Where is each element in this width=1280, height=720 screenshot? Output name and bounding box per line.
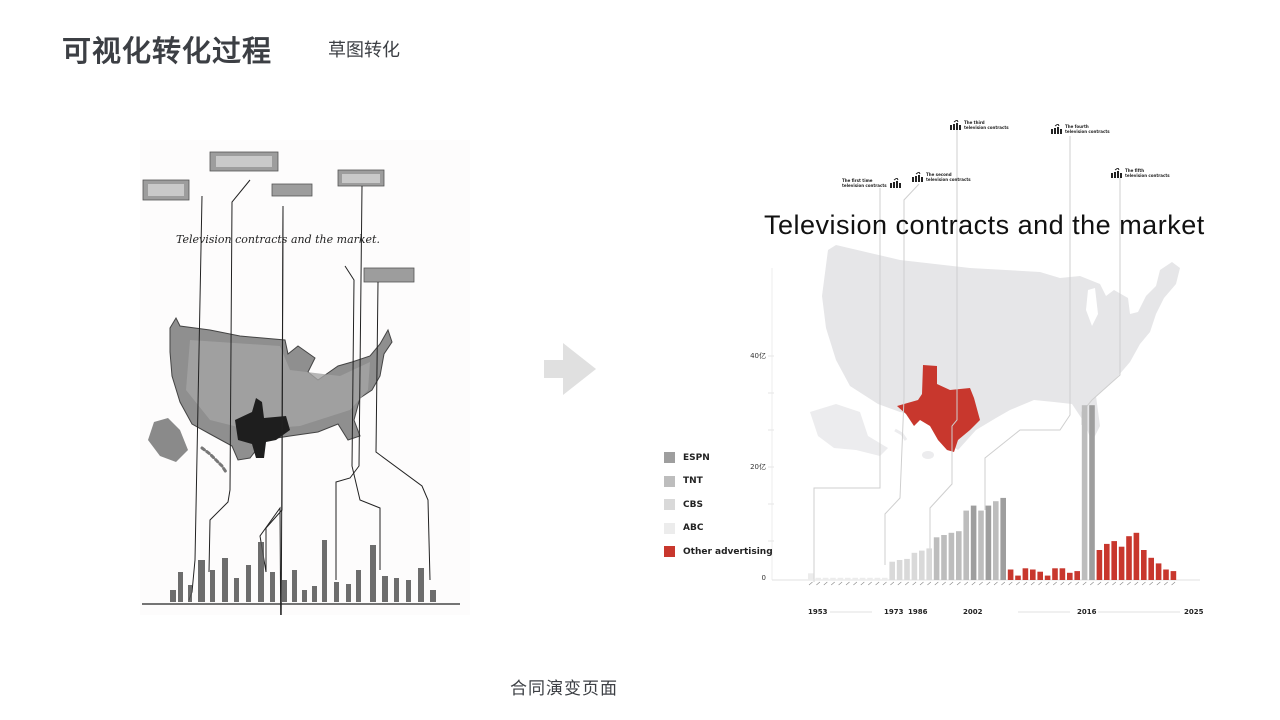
chart-bar xyxy=(1067,572,1073,580)
x-year-2025: 2025 xyxy=(1184,608,1204,616)
x-year-1986: 1986 xyxy=(908,608,928,616)
chart-bar xyxy=(867,577,873,580)
chart-bar xyxy=(882,577,888,580)
viz-title: Television contracts and the market xyxy=(764,210,1205,240)
chart-bar xyxy=(904,558,910,580)
chart-bar xyxy=(808,573,814,580)
x-year-2002: 2002 xyxy=(963,608,983,616)
chart-bar xyxy=(926,548,932,580)
y-tick-0: 0 xyxy=(761,574,766,582)
tv-chart-icon xyxy=(1111,168,1122,178)
chart-bar xyxy=(845,577,851,580)
chart-bar xyxy=(956,531,962,580)
chart-bar xyxy=(874,577,881,580)
chart-bar xyxy=(837,577,844,580)
page-title: 可视化转化过程 xyxy=(62,34,273,68)
chart-bar xyxy=(1111,541,1117,580)
y-tick-40: 40亿 xyxy=(750,352,766,360)
tv-chart-icon xyxy=(889,178,901,188)
y-tick-20: 20亿 xyxy=(750,463,766,471)
page-caption: 合同演变页面 xyxy=(510,679,618,699)
legend-swatch xyxy=(664,546,675,558)
legend-item-other-advertising: Other advertising xyxy=(664,540,773,564)
chart-bar xyxy=(1074,571,1080,580)
chart-bar xyxy=(896,560,903,580)
chart-bar xyxy=(948,532,955,580)
legend-swatch xyxy=(664,475,675,487)
tv-chart-icon xyxy=(1051,124,1062,134)
x-year-1973: 1973 xyxy=(884,608,904,616)
tv-chart-icon xyxy=(912,172,923,182)
legend-item-tnt: TNT xyxy=(664,470,773,494)
legend-item-cbs: CBS xyxy=(664,493,773,517)
chart-bar xyxy=(1037,571,1043,580)
chart-bar xyxy=(1163,569,1169,580)
chart-legend: ESPN TNT CBS ABC Other advertising xyxy=(664,446,773,564)
chart-bar xyxy=(1081,405,1088,580)
chart-bar xyxy=(1104,543,1110,580)
right-arrow-icon xyxy=(544,343,598,399)
chart-bar xyxy=(970,505,977,580)
chart-bar xyxy=(978,510,984,580)
chart-bar xyxy=(822,577,829,580)
chart-bar xyxy=(993,501,999,580)
chart-bar xyxy=(933,537,940,580)
chart-bar xyxy=(859,577,866,580)
chart-bar xyxy=(1044,575,1051,580)
chart-bar xyxy=(963,510,969,580)
chart-bar xyxy=(1030,569,1036,580)
legend-swatch xyxy=(664,499,675,511)
chart-bar xyxy=(941,535,947,580)
sketch-image: Television contracts and the market. xyxy=(140,140,470,667)
chart-bar xyxy=(830,577,836,580)
legend-swatch xyxy=(664,452,675,464)
sketch-handwritten-title: Television contracts and the market. xyxy=(176,233,380,246)
chart-bar xyxy=(911,552,918,580)
chart-bar xyxy=(1059,568,1066,580)
legend-swatch xyxy=(664,522,675,534)
x-year-2016: 2016 xyxy=(1077,608,1097,616)
chart-bar xyxy=(852,577,858,580)
chart-bar xyxy=(1052,568,1058,580)
legend-item-espn: ESPN xyxy=(664,446,773,470)
tv-chart-icon xyxy=(950,120,961,130)
page-subtitle: 草图转化 xyxy=(328,40,400,61)
chart-bar xyxy=(1141,550,1147,580)
chart-bar xyxy=(1007,569,1014,580)
chart-bar xyxy=(919,550,925,580)
chart-bar xyxy=(1148,557,1154,580)
chart-bar xyxy=(1118,546,1125,580)
callout-first-contract: The first time television contracts xyxy=(842,178,904,188)
final-visualization: Television contracts and the market The … xyxy=(640,100,1280,640)
chart-bar xyxy=(889,561,895,580)
chart-bar xyxy=(1022,568,1029,580)
chart-bar xyxy=(1126,536,1132,580)
chart-bar xyxy=(815,577,821,580)
chart-bar xyxy=(1155,563,1162,580)
chart-bar xyxy=(1089,405,1095,580)
chart-bar xyxy=(1000,497,1006,580)
chart-bar xyxy=(1015,575,1021,580)
x-year-1953: 1953 xyxy=(808,608,828,616)
chart-bar xyxy=(1133,532,1140,580)
chart-bar xyxy=(1170,571,1177,580)
chart-bar xyxy=(1096,550,1103,580)
legend-item-abc: ABC xyxy=(664,517,773,541)
chart-bar xyxy=(985,505,992,580)
